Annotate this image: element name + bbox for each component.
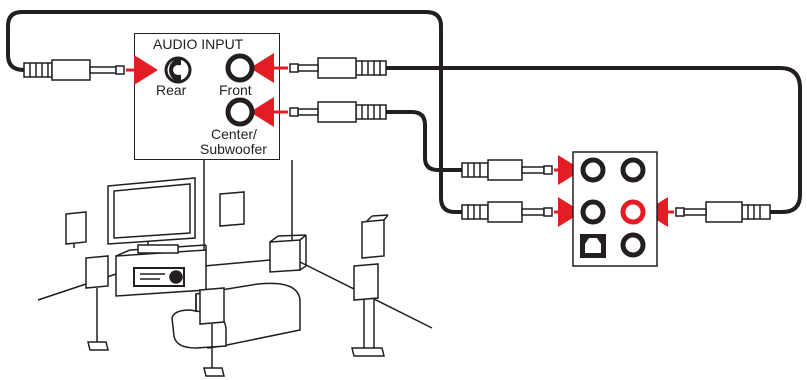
audio-jack-icon — [620, 157, 646, 183]
speaker-icon — [351, 263, 385, 357]
tv-icon — [107, 177, 196, 248]
plug-io-middle — [461, 201, 553, 223]
rear-io-panel — [572, 151, 658, 267]
av-receiver-icon — [133, 267, 185, 287]
audio-jack-icon — [580, 199, 606, 225]
audio-jack-icon — [620, 199, 646, 225]
panel-title: AUDIO INPUT — [153, 36, 244, 52]
plug-rear — [23, 59, 125, 81]
plug-io-top — [461, 159, 553, 181]
cable-rear-to-center-output — [6, 10, 464, 214]
audio-jack-icon — [225, 53, 255, 83]
audio-jack-icon — [164, 56, 192, 84]
audio-jack-icon — [580, 157, 606, 183]
speaker-icon — [85, 255, 109, 351]
audio-jack-icon — [620, 232, 646, 258]
rear-label: Rear — [156, 82, 187, 98]
audio-jack-icon — [225, 97, 255, 127]
cables — [6, 10, 802, 214]
optical-port-icon — [580, 234, 606, 258]
speaker-icon — [199, 287, 225, 377]
speaker-icon — [65, 211, 87, 248]
front-label: Front — [219, 82, 252, 98]
subwoofer-label: Subwoofer — [200, 141, 267, 157]
plug-front — [289, 57, 387, 79]
plug-center — [289, 101, 387, 123]
speaker-icon — [219, 191, 245, 227]
speaker-icon — [361, 214, 389, 259]
cable-front-to-right-jack — [384, 66, 802, 214]
sofa-icon — [171, 282, 301, 349]
cable-center-to-top-jack — [384, 110, 464, 172]
speaker-icon — [269, 234, 307, 273]
center-label: Center/ — [211, 126, 257, 142]
room-scene — [37, 160, 433, 377]
plug-io-red — [675, 201, 771, 223]
